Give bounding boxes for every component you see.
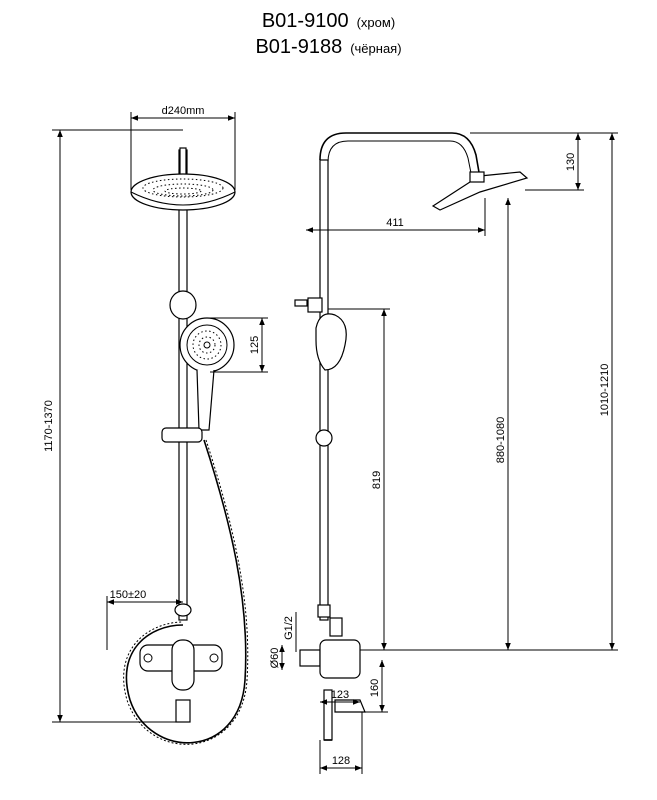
dim-head-diameter: d240mm: [162, 105, 205, 117]
dim-hand-shower: 125: [249, 336, 261, 354]
front-view: d240mm 1170-1370 125 150±20: [43, 105, 268, 745]
model-code: B01-9100: [261, 10, 349, 32]
dim-spout-height: 160: [369, 679, 381, 697]
model-variant: (хром): [356, 15, 396, 30]
slider-holder: [161, 427, 203, 443]
dim-mixer-depth: 123: [331, 689, 349, 701]
dim-thread: G1/2: [283, 616, 295, 640]
shower-rail: [178, 149, 188, 621]
dim-total-height: 1170-1370: [43, 400, 55, 452]
model-line-chrome: B01-9100 (хром): [0, 10, 657, 36]
dim-slide-length: 819: [371, 471, 383, 489]
overhead-arm: [319, 132, 481, 179]
bottom-connector: [174, 603, 192, 617]
dim-mixer-centers: 150±20: [110, 589, 147, 601]
side-hand-shower: [315, 313, 347, 371]
shower-hose: [125, 439, 247, 744]
title-block: B01-9100 (хром) B01-9188 (чёрная): [0, 10, 657, 62]
mixer-body: [139, 639, 223, 723]
dim-head-height: 1010-1210: [599, 364, 611, 417]
dim-rail-height: 880-1080: [495, 417, 507, 464]
dim-flange: Ø60: [269, 648, 281, 669]
model-variant: (чёрная): [350, 41, 402, 56]
hose-texture: [123, 439, 249, 745]
dim-head-drop: 130: [565, 153, 577, 171]
side-pipe: [319, 159, 329, 621]
side-diverter: [307, 297, 323, 313]
side-view: 411 130 819 880-1080 1010-1210 G1/2 Ø60 …: [269, 132, 618, 774]
side-slider: [315, 429, 333, 447]
hand-shower: [179, 317, 235, 431]
side-mixer: [299, 639, 366, 741]
overhead-shower-head: [130, 173, 236, 211]
side-shower-head: [431, 171, 529, 211]
model-code: B01-9188: [255, 36, 343, 58]
diverter-knob: [169, 290, 197, 320]
dim-spout-reach: 128: [332, 755, 350, 767]
dim-arm-reach: 411: [386, 217, 404, 229]
model-line-black: B01-9188 (чёрная): [0, 36, 657, 62]
